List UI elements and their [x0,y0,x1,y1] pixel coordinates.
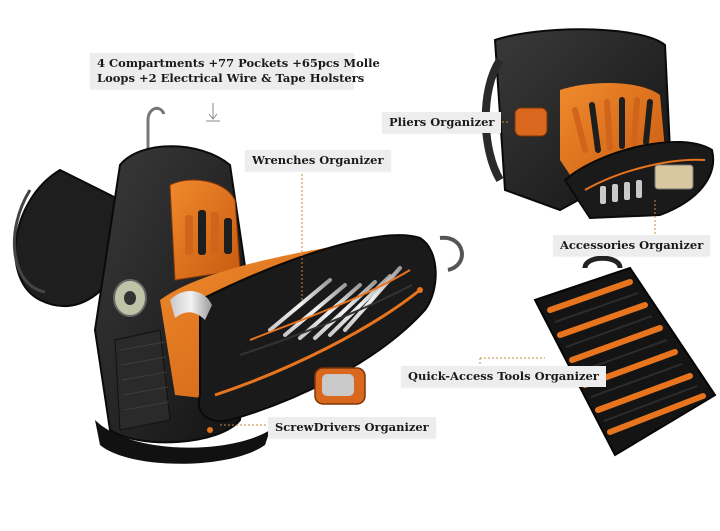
pliers-organizer-label: Pliers Organizer [382,112,502,133]
screwdrivers-organizer-label: ScrewDrivers Organizer [268,417,436,438]
headline-line-1: 4 Compartments +77 Pockets +65pcs Molle [97,56,380,70]
roll-organizer [533,255,717,457]
down-arrow-icon [206,103,220,122]
headline-line-2: Loops +2 Electrical Wire & Tape Holsters [97,71,365,85]
quick-access-organizer-label: Quick-Access Tools Organizer [401,366,606,387]
main-backpack [12,106,464,464]
accessories-organizer-label: Accessories Organizer [553,235,711,256]
pliers-backpack [481,28,715,220]
headline-label: 4 Compartments +77 Pockets +65pcs Molle … [90,53,380,89]
wrenches-organizer-label: Wrenches Organizer [245,150,391,171]
